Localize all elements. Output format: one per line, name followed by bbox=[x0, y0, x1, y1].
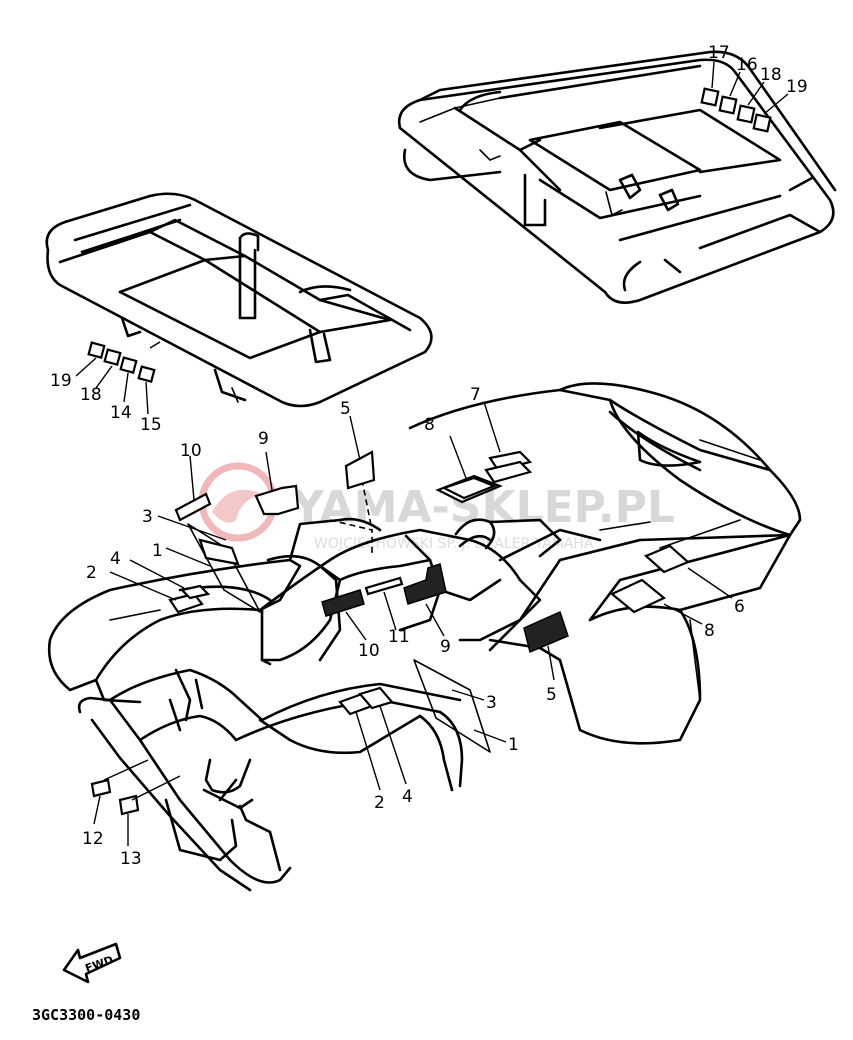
callout-8: 8 bbox=[424, 415, 435, 435]
callout-13: 13 bbox=[120, 849, 142, 869]
part-code: 3GC3300-0430 bbox=[32, 1006, 140, 1024]
decal-set-rear-carrier bbox=[700, 61, 789, 133]
callout-18: 18 bbox=[80, 385, 102, 405]
callout-4: 4 bbox=[110, 549, 121, 569]
callout-14: 14 bbox=[110, 403, 132, 423]
callout-numbers: 17 16 18 19 19 18 14 15 10 9 5 8 7 3 1 4… bbox=[50, 43, 808, 869]
callout-6: 6 bbox=[734, 597, 745, 617]
decals-front-bumper bbox=[90, 659, 507, 846]
callout-3: 3 bbox=[486, 693, 497, 713]
front-carrier bbox=[45, 192, 433, 408]
callout-7: 7 bbox=[470, 385, 481, 405]
watermark-logo-swirl bbox=[212, 489, 262, 523]
callout-19: 19 bbox=[786, 77, 808, 97]
callout-10: 10 bbox=[358, 641, 380, 661]
callout-5: 5 bbox=[340, 399, 351, 419]
callout-9: 9 bbox=[440, 637, 451, 657]
callout-19: 19 bbox=[50, 371, 72, 391]
callout-9: 9 bbox=[258, 429, 269, 449]
callout-10: 10 bbox=[180, 441, 202, 461]
decal-set-front-carrier bbox=[75, 341, 161, 415]
callout-17: 17 bbox=[708, 43, 730, 63]
rear-carrier bbox=[397, 50, 837, 304]
callout-8: 8 bbox=[704, 621, 715, 641]
loose-decals bbox=[157, 415, 376, 613]
callout-2: 2 bbox=[86, 563, 97, 583]
callout-15: 15 bbox=[140, 415, 162, 435]
callout-5: 5 bbox=[546, 685, 557, 705]
callout-2: 2 bbox=[374, 793, 385, 813]
decals-2-4-left bbox=[109, 559, 211, 614]
callout-18: 18 bbox=[760, 65, 782, 85]
fwd-label: FWD bbox=[83, 953, 114, 975]
callout-1: 1 bbox=[508, 735, 519, 755]
callout-4: 4 bbox=[402, 787, 413, 807]
decals-rear-fender bbox=[435, 401, 733, 681]
watermark-subtitle: WOJCIECHOWSKI SP. J. DEALER YAMAHA bbox=[314, 536, 594, 552]
decals-front-fender bbox=[321, 563, 447, 641]
callout-11: 11 bbox=[388, 627, 410, 647]
callout-1: 1 bbox=[152, 541, 163, 561]
callout-16: 16 bbox=[736, 55, 758, 75]
callout-12: 12 bbox=[82, 829, 104, 849]
fwd-arrow-icon: FWD bbox=[62, 942, 122, 984]
callout-3: 3 bbox=[142, 507, 153, 527]
